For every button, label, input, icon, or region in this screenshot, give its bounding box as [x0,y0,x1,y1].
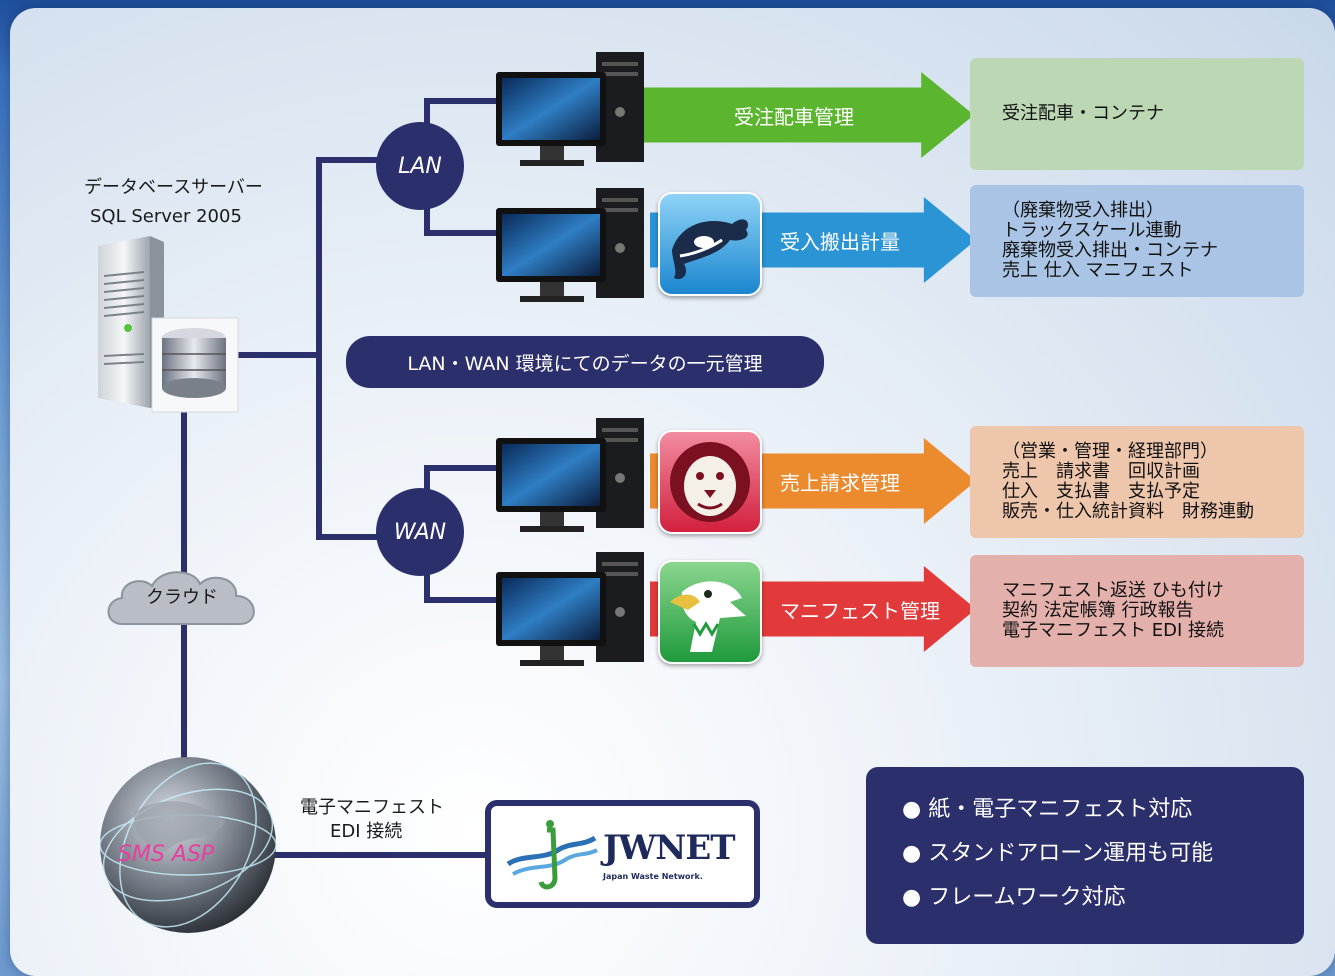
jwnet-logo-text: JWNET [603,828,736,868]
description-box: （営業・管理・経理部門） 売上 請求書 回収計画 仕入 支払書 支払予定 販売・… [970,426,1304,538]
feature-item: ● 紙・電子マニフェスト対応 [902,797,1193,822]
database-server-icon [98,236,239,413]
cloud-label: クラウド [146,587,218,608]
feature-item: ● フレームワーク対応 [902,885,1126,910]
connector-line [316,157,322,540]
feature-item: ● スタンドアローン運用も可能 [902,841,1214,866]
description-line: 廃棄物受入排出・コンテナ [1002,240,1218,261]
description-line: 仕入 支払書 支払予定 [1002,481,1200,502]
lion-icon [658,430,762,534]
description-line: （廃棄物受入排出） [1002,200,1164,221]
connector-line [230,352,320,358]
description-line: 契約 法定帳簿 行政報告 [1002,600,1194,621]
jwnet-mark-icon [506,820,599,890]
asp-label: SMS ASP [118,842,215,867]
description-box: 受注配車・コンテナ [970,58,1304,170]
description-line: 販売・仕入統計資料 財務連動 [1002,501,1254,522]
computer-icon [496,188,644,302]
description-line: 電子マニフェスト EDI 接続 [1002,620,1224,641]
features-box: ● 紙・電子マニフェスト対応 ● スタンドアローン運用も可能 ● フレームワーク… [866,767,1304,944]
connector-line [424,98,504,104]
description-box: マニフェスト返送 ひも付け 契約 法定帳簿 行政報告 電子マニフェスト EDI … [970,555,1304,667]
description-line: （営業・管理・経理部門） [1002,441,1218,462]
jwnet-logo-box: JWNET Japan Waste Network. [485,800,760,908]
server-title: データベースサーバー [84,177,263,198]
description-line: 売上 仕入 マニフェスト [1002,260,1194,281]
wan-node: WAN [376,488,464,576]
computer-icon [496,552,644,666]
server-subtitle: SQL Server 2005 [90,206,242,227]
computer-icon [496,52,644,166]
arrow-label: マニフェスト管理 [780,598,940,623]
arrow-label: 受入搬出計量 [780,229,900,254]
connector-line [250,852,490,858]
description-box: （廃棄物受入排出） トラックスケール連動 廃棄物受入排出・コンテナ 売上 仕入 … [970,185,1304,297]
arrow-label: 売上請求管理 [780,470,900,495]
orca-icon [658,192,762,296]
description-line: 受注配車・コンテナ [1002,103,1164,124]
globe-icon [99,757,277,933]
eagle-icon [658,560,762,664]
connector-line [424,597,504,603]
description-line: 売上 請求書 回収計画 [1002,461,1200,482]
connector-line [316,157,386,163]
connector-line [424,465,504,471]
jwnet-tagline: Japan Waste Network. [603,872,703,881]
edi-label-line1: 電子マニフェスト [300,797,444,818]
lan-node: LAN [376,122,464,210]
central-management-label: LAN・WAN 環境にてのデータの一元管理 [346,336,824,388]
arrow-label: 受注配車管理 [734,104,854,129]
edi-label-line2: EDI 接続 [330,821,403,842]
description-line: マニフェスト返送 ひも付け [1002,580,1224,601]
computer-icon [496,418,644,532]
connector-line [424,230,504,236]
description-line: トラックスケール連動 [1002,220,1182,241]
connector-line [316,534,386,540]
cloud-icon [107,571,255,625]
